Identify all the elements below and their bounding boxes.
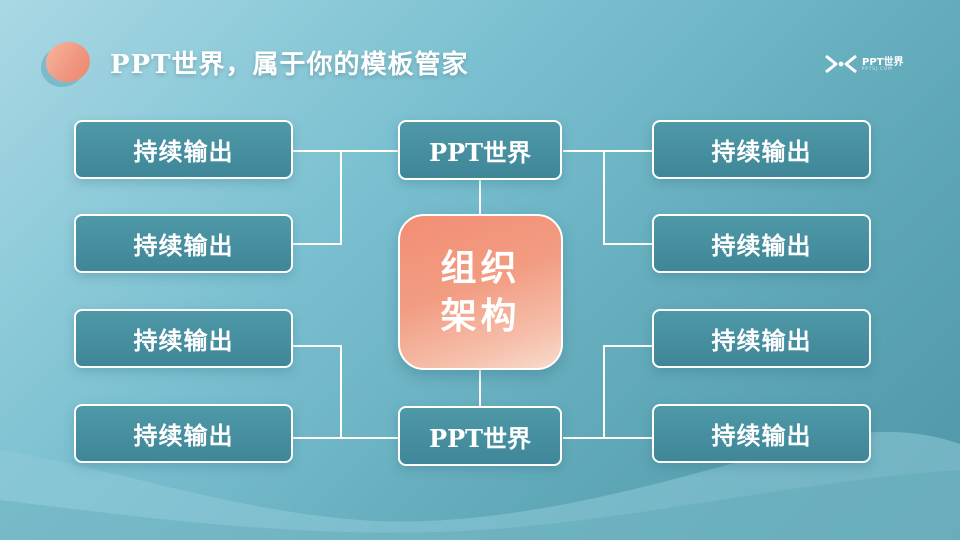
node-left-4: 持续输出: [74, 404, 293, 463]
node-right-1: 持续输出: [652, 120, 871, 179]
node-right-4: 持续输出: [652, 404, 871, 463]
node-left-2: 持续输出: [74, 214, 293, 273]
logo-text: PPT世界: [862, 57, 904, 68]
node-right-3: 持续输出: [652, 309, 871, 368]
page-title: PPT世界，属于你的模板管家: [110, 50, 469, 80]
node-left-1: 持续输出: [74, 120, 293, 179]
node-left-3: 持续输出: [74, 309, 293, 368]
center-label-line1: 组织: [440, 247, 521, 289]
node-top-mid: PPT世界: [398, 120, 562, 180]
logo-mark-icon: [825, 54, 857, 74]
node-right-2: 持续输出: [652, 214, 871, 273]
node-center: 组织 架构: [398, 214, 563, 370]
node-bottom-mid: PPT世界: [398, 406, 562, 466]
logo-subtext: PPTSJ.COM: [862, 66, 893, 71]
center-label-line2: 架构: [440, 295, 521, 337]
